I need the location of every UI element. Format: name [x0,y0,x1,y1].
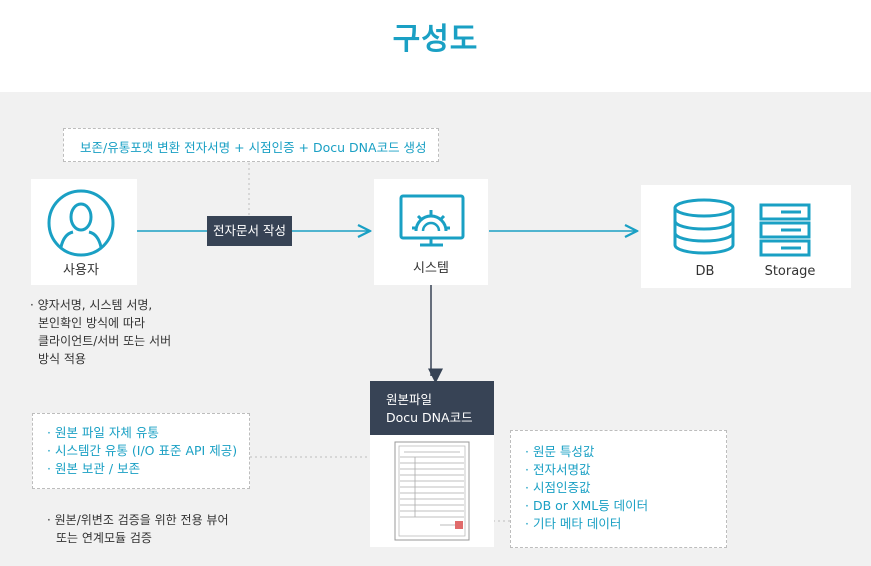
distribution-item-3: 원본 보관 / 보존 [47,460,237,478]
system-node: 시스템 [374,179,488,285]
monitor-gear-icon [399,194,465,247]
page-title: 구성도 [392,22,479,57]
user-notes-rest: 본인확인 방식에 따라 클라이언트/서버 또는 서버 방식 적용 [38,314,171,368]
distribution-list-box: 원본 파일 자체 유통 시스템간 유통 (I/O 표준 API 제공) 원본 보… [32,413,250,489]
metadata-item-2: 전자서명값 [525,461,648,479]
user-node: 사용자 [31,179,137,285]
user-icon [47,189,115,257]
user-note-1: · 양자서명, 시스템 서명, [30,298,153,312]
server-icon [759,203,811,257]
storage-node: DB Storage [641,185,851,288]
metadata-item-5: 기타 메타 데이터 [525,515,648,533]
user-note-4: 방식 적용 [38,352,86,366]
user-note-3: 클라이언트/서버 또는 서버 [38,334,172,348]
user-notes: · 양자서명, 시스템 서명, [30,296,152,314]
document-thumbnail-icon [394,441,470,541]
verification-note-1: 원본/위변조 검증을 위한 전용 뷰어 [47,511,229,529]
verification-note-rest: 또는 연계모듈 검증 [56,529,152,547]
original-file-header: 원본파일 Docu DNA코드 [370,381,494,435]
verification-note-2: 또는 연계모듈 검증 [56,531,152,545]
distribution-item-2: 시스템간 유통 (I/O 표준 API 제공) [47,442,237,460]
distribution-item-1: 원본 파일 자체 유통 [47,424,237,442]
create-document-tag: 전자문서 작성 [207,216,292,246]
seal-mark [455,521,463,529]
metadata-item-4: DB or XML등 데이터 [525,497,648,515]
user-note-2: 본인확인 방식에 따라 [38,316,145,330]
original-file-title: 원본파일 [386,392,433,407]
metadata-item-3: 시점인증값 [525,479,648,497]
storage-label: Storage [764,264,816,279]
original-file-body [370,435,494,547]
verification-note: 원본/위변조 검증을 위한 전용 뷰어 [47,511,229,529]
user-label: 사용자 [63,263,99,278]
top-note: 보존/유통포맷 변환 전자서명 + 시점인증 + Docu DNA코드 생성 [63,128,439,162]
docu-dna-title: Docu DNA코드 [386,410,473,425]
db-label: DB [695,264,715,279]
metadata-list-box: 원문 특성값 전자서명값 시점인증값 DB or XML등 데이터 기타 메타 … [510,430,727,548]
system-label: 시스템 [413,261,449,276]
metadata-item-1: 원문 특성값 [525,443,648,461]
database-icon [673,198,811,257]
